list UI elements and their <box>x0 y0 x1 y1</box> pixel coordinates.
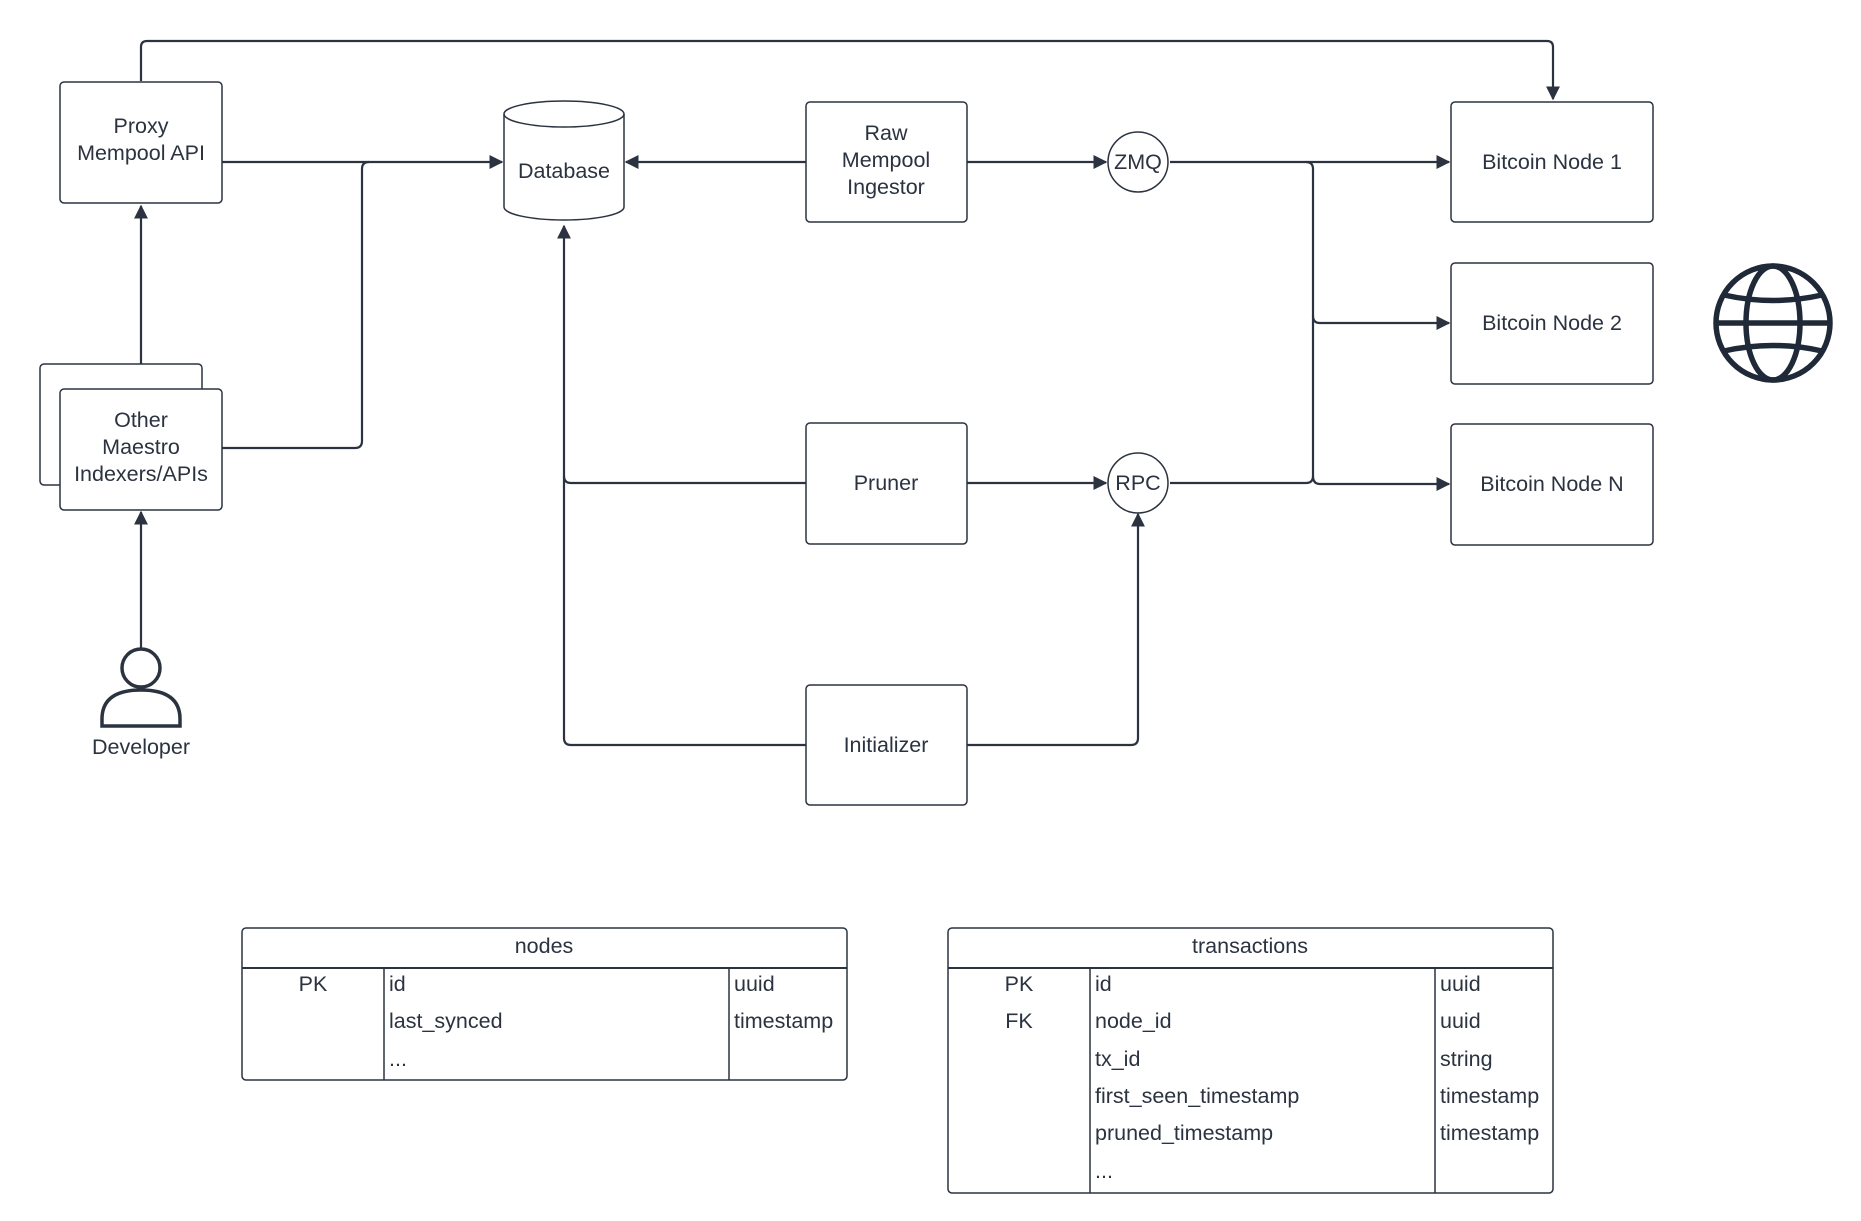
table-row: FK node_id uuid <box>1005 1009 1480 1033</box>
table-nodes: nodes PK id uuid last_synced timestamp .… <box>241 927 848 1081</box>
edge-zmq-bus <box>1170 160 1315 485</box>
table-key: FK <box>1005 1009 1033 1033</box>
table-type: timestamp <box>734 1009 833 1033</box>
edge-pruner-to-database <box>562 475 806 485</box>
database-label: Database <box>518 159 610 183</box>
other-maestro-indexers-node: Other Maestro Indexers/APIs <box>39 363 223 511</box>
edge-initializer-to-rpc <box>967 512 1145 747</box>
ingestor-label-line-1: Raw <box>864 121 907 145</box>
globe-icon <box>1713 263 1833 383</box>
table-key: PK <box>1005 972 1034 996</box>
table-field: tx_id <box>1095 1047 1140 1071</box>
bitcoin-node-1: Bitcoin Node 1 <box>1450 101 1654 223</box>
initializer-label: Initializer <box>844 733 929 757</box>
table-field: first_seen_timestamp <box>1095 1084 1299 1108</box>
table-row: tx_id string <box>1095 1047 1493 1071</box>
rpc-node: RPC <box>1107 452 1169 514</box>
initializer-node: Initializer <box>805 684 968 806</box>
bitcoin-node-2: Bitcoin Node 2 <box>1450 262 1654 385</box>
table-row: PK id uuid <box>299 972 775 996</box>
database-node: Database <box>503 100 625 221</box>
table-type: string <box>1440 1047 1493 1071</box>
table-type: uuid <box>1440 972 1481 996</box>
proxy-label-line-2: Mempool API <box>77 141 205 165</box>
table-field: id <box>389 972 406 996</box>
table-type: uuid <box>1440 1009 1481 1033</box>
pruner-node: Pruner <box>805 422 968 545</box>
table-type: uuid <box>734 972 775 996</box>
edge-bus-to-bitcoin-node-2 <box>1311 315 1451 330</box>
table-row: ... <box>1095 1159 1113 1183</box>
table-field: id <box>1095 972 1112 996</box>
table-row: ... <box>389 1047 407 1071</box>
table-key: PK <box>299 972 328 996</box>
other-label-line-3: Indexers/APIs <box>74 462 208 486</box>
table-row: PK id uuid <box>1005 972 1481 996</box>
rpc-label: RPC <box>1115 471 1160 495</box>
raw-mempool-ingestor-node: Raw Mempool Ingestor <box>805 101 968 223</box>
zmq-node: ZMQ <box>1107 131 1169 193</box>
table-title: transactions <box>1192 934 1308 958</box>
edge-other-to-database <box>222 160 370 450</box>
bitcoin-node-1-label: Bitcoin Node 1 <box>1482 150 1622 174</box>
table-field: pruned_timestamp <box>1095 1121 1273 1145</box>
table-field: node_id <box>1095 1009 1172 1033</box>
bitcoin-node-n-label: Bitcoin Node N <box>1480 472 1623 496</box>
table-field: ... <box>389 1047 407 1071</box>
edge-proxy-to-bitcoin-node-1 <box>139 39 1560 101</box>
table-field: last_synced <box>389 1009 503 1033</box>
table-row: last_synced timestamp <box>389 1009 833 1033</box>
table-type: timestamp <box>1440 1121 1539 1145</box>
proxy-label-line-1: Proxy <box>114 114 169 138</box>
ingestor-label-line-2: Mempool <box>842 148 930 172</box>
table-type: timestamp <box>1440 1084 1539 1108</box>
table-field: ... <box>1095 1159 1113 1183</box>
bitcoin-node-2-label: Bitcoin Node 2 <box>1482 311 1622 335</box>
bitcoin-node-n: Bitcoin Node N <box>1450 423 1654 546</box>
pruner-label: Pruner <box>854 471 919 495</box>
developer-actor: Developer <box>92 647 190 759</box>
other-label-line-1: Other <box>114 408 168 432</box>
edges <box>134 39 1560 747</box>
person-icon <box>100 647 182 728</box>
proxy-mempool-api-node: Proxy Mempool API <box>59 81 223 204</box>
developer-label: Developer <box>92 735 190 759</box>
table-title: nodes <box>515 934 574 958</box>
table-row: pruned_timestamp timestamp <box>1095 1121 1539 1145</box>
zmq-label: ZMQ <box>1114 150 1162 174</box>
edge-initializer-to-database <box>557 224 806 747</box>
other-label-line-2: Maestro <box>102 435 180 459</box>
table-transactions: transactions PK id uuid FK node_id uuid … <box>947 927 1554 1194</box>
table-row: first_seen_timestamp timestamp <box>1095 1084 1539 1108</box>
ingestor-label-line-3: Ingestor <box>847 175 925 199</box>
edge-bus-to-bitcoin-node-n <box>1311 475 1451 491</box>
